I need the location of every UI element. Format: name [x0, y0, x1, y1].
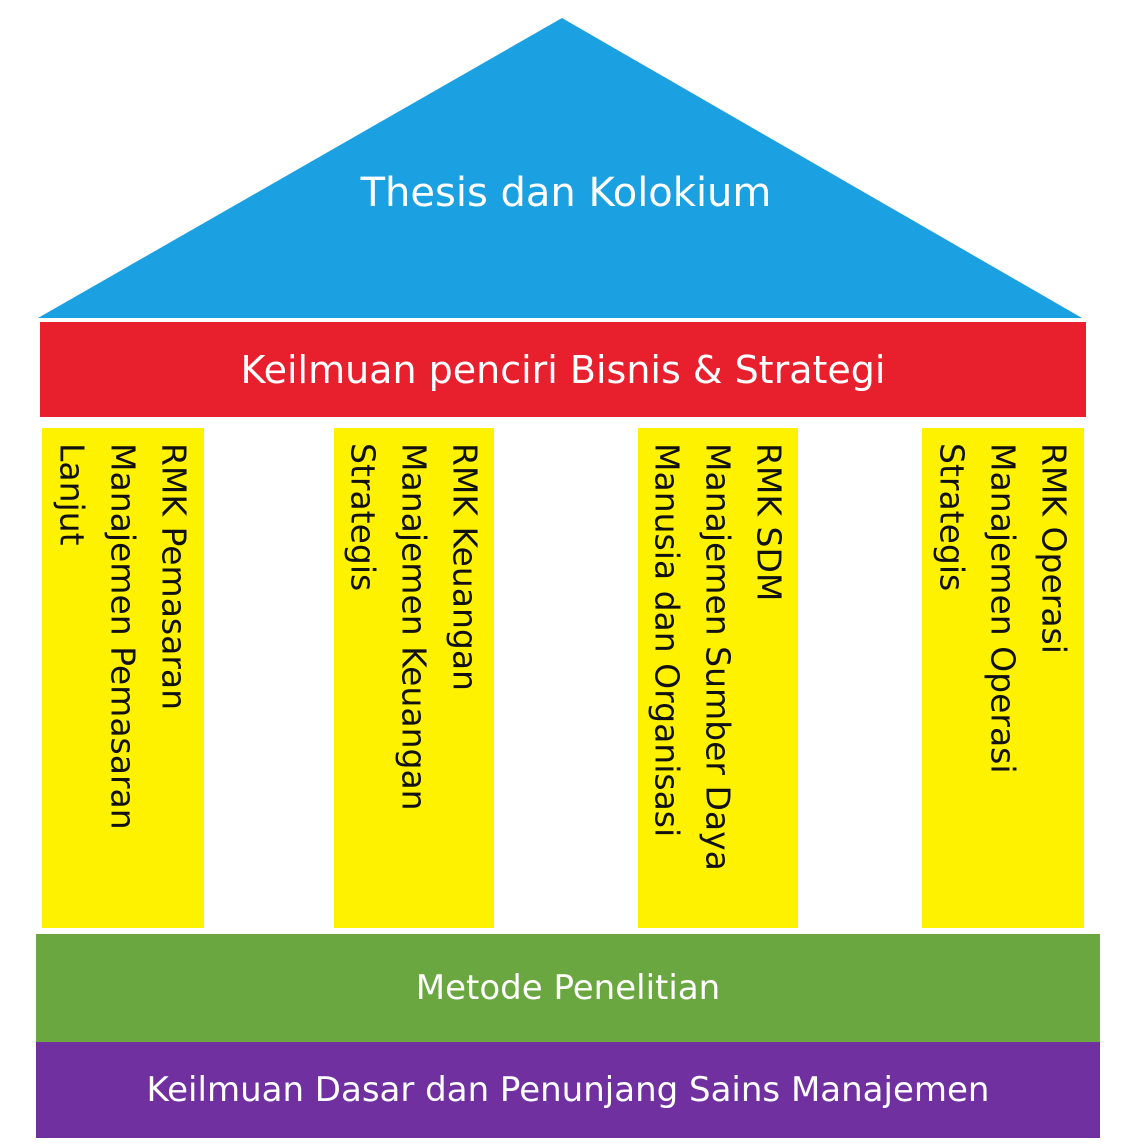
pillar-line: RMK SDM [749, 443, 789, 602]
roof-shape [38, 18, 1082, 318]
pillar-finance: RMK Keuangan Manajemen Keuangan Strategi… [334, 428, 494, 928]
roof-label: Thesis dan Kolokium [360, 170, 772, 216]
pillar-line: Manajemen Operasi [983, 443, 1023, 774]
beam-band: Keilmuan penciri Bisnis & Strategi [40, 322, 1086, 417]
pillar-line: Strategis [343, 443, 383, 592]
pillar-marketing: RMK Pemasaran Manajemen Pemasaran Lanjut [42, 428, 204, 928]
pillar-line: Manusia dan Organisasi [647, 443, 687, 838]
pillar-marketing-text: RMK Pemasaran Manajemen Pemasaran Lanjut [47, 443, 200, 913]
pillar-line: RMK Keuangan [445, 443, 485, 691]
pillar-line: RMK Operasi [1034, 443, 1074, 654]
pillar-line: Manajemen Keuangan [394, 443, 434, 811]
pillar-operations: RMK Operasi Manajemen Operasi Strategis [922, 428, 1084, 928]
pillar-line: Strategis [932, 443, 972, 592]
pillar-operations-text: RMK Operasi Manajemen Operasi Strategis [927, 443, 1080, 913]
pillar-line: Lanjut [52, 443, 92, 546]
pillar-line: Manajemen Pemasaran [103, 443, 143, 830]
base-band: Keilmuan Dasar dan Penunjang Sains Manaj… [36, 1042, 1100, 1138]
roof-triangle [38, 18, 1082, 318]
pillar-finance-text: RMK Keuangan Manajemen Keuangan Strategi… [338, 443, 491, 913]
foundation-band: Metode Penelitian [36, 934, 1100, 1042]
pillar-hr: RMK SDM Manajemen Sumber Daya Manusia da… [638, 428, 798, 928]
pillar-line: RMK Pemasaran [154, 443, 194, 711]
pillar-line: Manajemen Sumber Daya [698, 443, 738, 871]
pillar-hr-text: RMK SDM Manajemen Sumber Daya Manusia da… [642, 443, 795, 913]
